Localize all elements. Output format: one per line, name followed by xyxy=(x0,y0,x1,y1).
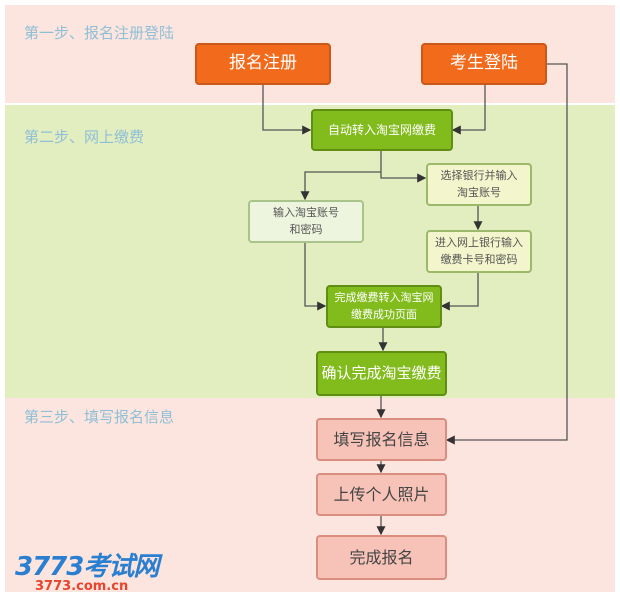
choose-bank-box: 选择银行并输入淘宝账号 xyxy=(426,163,532,206)
login-box: 考生登陆 xyxy=(421,43,547,85)
register-box: 报名注册 xyxy=(195,43,331,85)
finish-box: 完成报名 xyxy=(316,535,447,580)
arrow-bank-input-to-complete xyxy=(440,272,479,311)
arrow-auto-to-input-taobao xyxy=(300,171,381,201)
arrow-login-to-fill-info xyxy=(445,63,568,445)
fill-info-box: 填写报名信息 xyxy=(316,418,447,461)
confirm-box: 确认完成淘宝缴费 xyxy=(316,351,447,396)
auto-taobao-box: 自动转入淘宝网缴费 xyxy=(311,109,453,151)
step2-label: 第二步、网上缴费 xyxy=(24,128,145,146)
arrow-input-taobao-to-complete xyxy=(304,242,327,311)
upload-photo-box: 上传个人照片 xyxy=(316,473,447,516)
logo-name: 3773考试网 xyxy=(15,552,159,582)
bank-input-box: 进入网上银行输入缴费卡号和密码 xyxy=(426,230,532,273)
arrow-auto-to-choose-bank xyxy=(380,151,427,183)
step3-band xyxy=(5,398,615,592)
site-logo: 3773考试网 3773.com.cn xyxy=(15,546,159,594)
step3-label: 第三步、填写报名信息 xyxy=(24,408,175,426)
arrow-register-to-auto xyxy=(262,85,312,135)
input-taobao-box: 输入淘宝账号和密码 xyxy=(248,200,364,243)
arrow-login-to-auto xyxy=(451,85,486,135)
complete-pay-box: 完成缴费转入淘宝网缴费成功页面 xyxy=(326,285,442,328)
step1-label: 第一步、报名注册登陆 xyxy=(24,24,175,42)
logo-url: 3773.com.cn xyxy=(35,579,129,594)
